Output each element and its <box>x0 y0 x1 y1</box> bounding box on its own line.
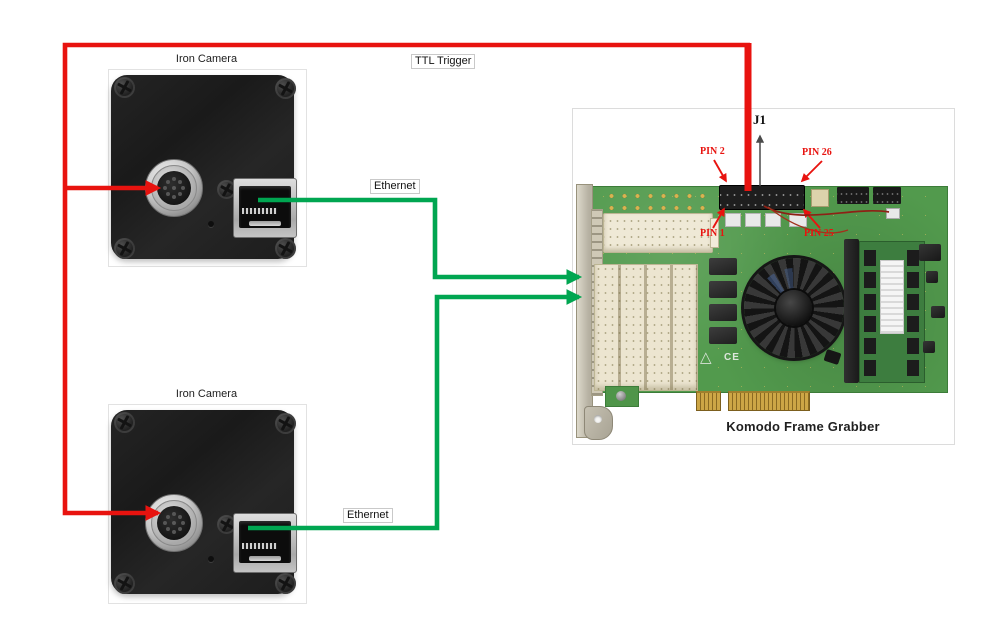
memory-chip <box>709 304 737 321</box>
gold-pads <box>603 189 713 213</box>
screw-icon <box>114 573 135 594</box>
camera-link-connector-top <box>603 213 719 253</box>
power-io-connector <box>145 159 203 217</box>
sodimm-socket <box>844 239 859 383</box>
camera2-photo <box>108 404 307 604</box>
ic-chip <box>923 341 935 353</box>
camera-body <box>111 75 297 259</box>
cooling-fan <box>744 258 844 358</box>
smd-component <box>745 213 761 227</box>
led-hole <box>208 556 214 562</box>
smd-component <box>789 213 807 227</box>
j1-header-connector <box>719 185 805 210</box>
pcie-edge-connector <box>696 391 721 411</box>
screw-icon <box>114 412 135 433</box>
ram-module <box>859 241 925 383</box>
relay-component <box>811 189 829 207</box>
ic-chip <box>919 244 941 261</box>
screw-icon <box>275 573 296 594</box>
screw-icon <box>217 515 236 534</box>
led-hole <box>208 221 214 227</box>
camera-body <box>111 410 297 594</box>
smd-component <box>765 213 781 227</box>
ic-chip <box>931 306 945 318</box>
camera-link-connector-main <box>594 264 698 391</box>
camera1-label: Iron Camera <box>175 53 238 65</box>
pin2-label: PIN 2 <box>700 146 725 157</box>
pin26-label: PIN 26 <box>802 147 832 158</box>
pcie-edge-connector <box>728 391 810 411</box>
screw-icon <box>114 77 135 98</box>
ic-chip <box>926 271 938 283</box>
memory-chip <box>709 327 737 344</box>
ram-label-sticker <box>880 260 904 334</box>
frame-grabber-label: Komodo Frame Grabber <box>726 419 880 434</box>
screw-icon <box>275 78 296 99</box>
j1-label: J1 <box>753 112 766 127</box>
memory-chip <box>709 258 737 275</box>
wire-connector <box>886 208 900 219</box>
pin-header <box>873 187 901 204</box>
power-io-connector <box>145 494 203 552</box>
sfp-ethernet-port <box>233 513 297 573</box>
kaya-logo-icon <box>700 350 712 366</box>
pin25-label: PIN 25 <box>804 228 834 239</box>
pin1-label: PIN 1 <box>700 228 725 239</box>
frame-grabber-photo: CE Komodo Frame Grabber <box>572 108 955 445</box>
ethernet-label-bottom: Ethernet <box>343 508 393 523</box>
smd-component <box>725 213 741 227</box>
ethernet-label-top: Ethernet <box>370 179 420 194</box>
screw-icon <box>114 238 135 259</box>
ce-marking: CE <box>724 352 740 363</box>
camera1-photo <box>108 69 307 267</box>
camera2-label: Iron Camera <box>175 388 238 400</box>
screw-icon <box>275 238 296 259</box>
bracket-foot <box>584 406 613 440</box>
pcb-mount-tab <box>605 386 639 407</box>
screw-icon <box>275 413 296 434</box>
sfp-ethernet-port <box>233 178 297 238</box>
pin-header <box>837 187 869 204</box>
ttl-trigger-label: TTL Trigger <box>411 54 476 69</box>
memory-chip <box>709 281 737 298</box>
